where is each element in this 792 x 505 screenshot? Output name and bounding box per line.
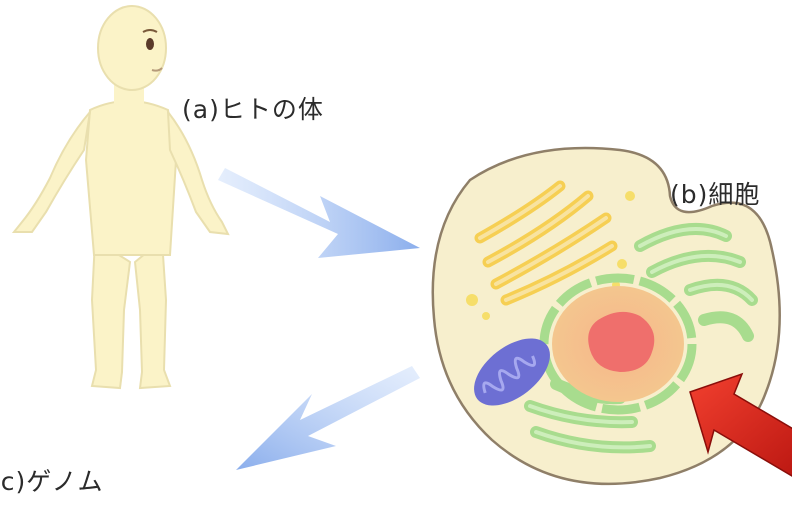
human-figure-icon	[14, 6, 228, 388]
label-human-body: (a)ヒトの体	[182, 90, 324, 126]
label-genome: (c)ゲノム	[0, 462, 104, 498]
label-cell: (b)細胞	[670, 175, 760, 211]
arrow-icon	[218, 168, 420, 258]
arrow-icon	[236, 366, 420, 470]
